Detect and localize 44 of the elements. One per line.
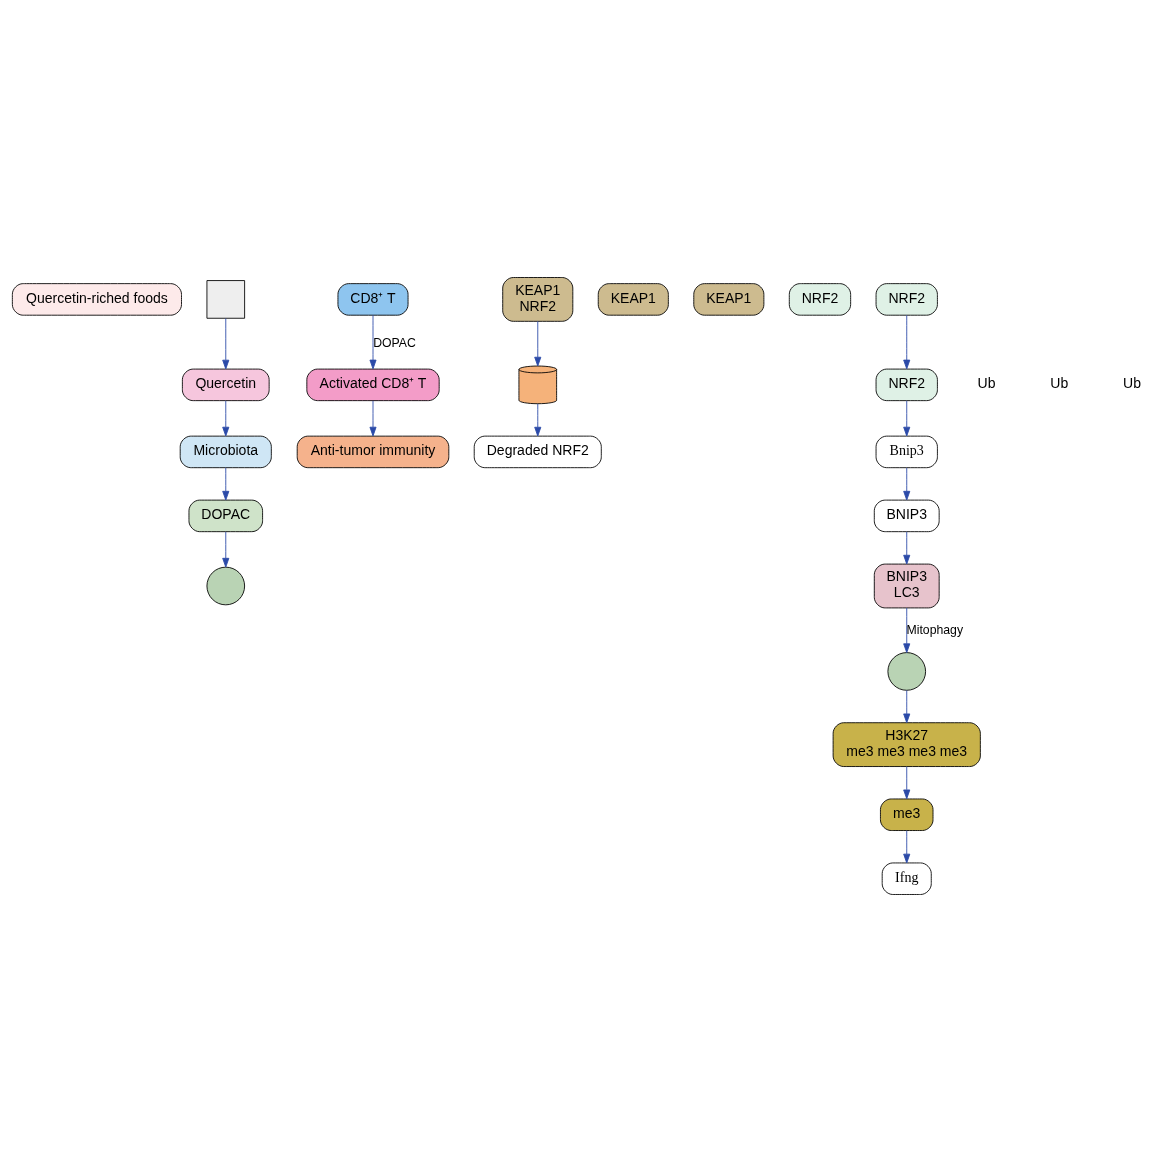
node-box: Bnip3 <box>875 435 938 468</box>
node-box: NRF2 <box>875 282 938 316</box>
arrow <box>222 399 230 436</box>
arrow <box>903 607 911 653</box>
node-circle <box>206 566 246 605</box>
label: Ub <box>1050 374 1069 391</box>
node-circle <box>887 651 927 691</box>
arrow <box>222 317 230 369</box>
node-box: Quercetin <box>181 368 270 401</box>
arrow <box>534 320 542 366</box>
arrow <box>369 314 377 369</box>
label: Ub <box>1123 374 1141 391</box>
node-box: Anti-tumor immunity <box>296 435 450 468</box>
node-box: NRF2 <box>875 368 938 401</box>
arrow <box>222 466 230 501</box>
arrow <box>903 531 911 564</box>
node-box: BNIP3 <box>873 499 940 532</box>
node-box: me3 <box>880 798 934 831</box>
node-box: KEAP1 <box>597 282 669 316</box>
arrow <box>903 466 911 501</box>
node-box: Activated CD8⁺ T <box>306 368 440 401</box>
node-box: Microbiota <box>179 435 272 468</box>
arrow <box>903 829 911 863</box>
node-box: Degraded NRF2 <box>473 435 602 468</box>
edge-label: Mitophagy <box>906 622 964 636</box>
arrow <box>222 531 230 568</box>
arrow <box>369 399 377 436</box>
node-box: BNIP3 LC3 <box>873 563 940 608</box>
arrow <box>903 765 911 799</box>
edge-label: DOPAC <box>373 335 416 350</box>
arrow <box>903 399 911 436</box>
arrow <box>903 314 911 369</box>
node-box: KEAP1 NRF2 <box>502 276 574 322</box>
arrow <box>534 403 542 436</box>
label: Ub <box>977 374 996 391</box>
node-box <box>206 279 246 319</box>
node-box: DOPAC <box>188 499 263 532</box>
node-box: Quercetin-riched foods <box>11 282 182 316</box>
node-box: KEAP1 <box>693 282 765 316</box>
node-box: H3K27 me3 me3 me3 me3 <box>832 721 981 767</box>
node-box: CD8⁺ T <box>337 282 409 316</box>
node-box: NRF2 <box>788 282 852 316</box>
node-box: Ifng <box>881 862 932 895</box>
arrow <box>903 689 911 723</box>
